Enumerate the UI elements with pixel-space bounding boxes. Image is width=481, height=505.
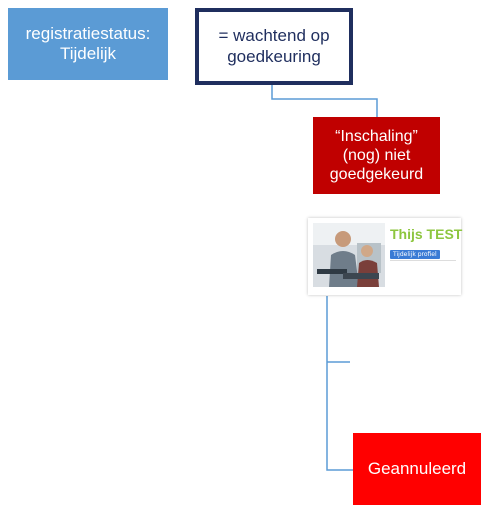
pending-approval-box: = wachtend op goedkeuring	[195, 8, 353, 85]
connector-profile-trunk	[326, 296, 353, 471]
profile-name: Thijs TEST	[390, 226, 463, 242]
status-line-1: registratiestatus:	[25, 23, 151, 43]
profile-divider	[390, 260, 456, 261]
not-approved-line-2: (nog) niet	[342, 146, 411, 164]
pending-line-1: = wachtend op	[218, 26, 330, 46]
status-box: registratiestatus: Tijdelijk	[8, 8, 168, 80]
profile-photo	[313, 223, 385, 287]
cancelled-box: Geannuleerd	[353, 433, 481, 505]
profile-status-badge: Tijdelijk profiel	[390, 250, 440, 259]
pending-line-2: goedkeuring	[227, 46, 321, 66]
cancelled-label: Geannuleerd	[367, 458, 467, 478]
status-line-2: Tijdelijk	[59, 44, 117, 63]
connector-pending-to-not-approved	[271, 85, 378, 117]
not-approved-box: “Inschaling” (nog) niet goedgekeurd	[313, 117, 440, 194]
not-approved-line-3: goedgekeurd	[329, 166, 424, 184]
profile-card: Thijs TEST Tijdelijk profiel	[308, 218, 463, 295]
not-approved-line-1: “Inschaling”	[335, 127, 418, 145]
